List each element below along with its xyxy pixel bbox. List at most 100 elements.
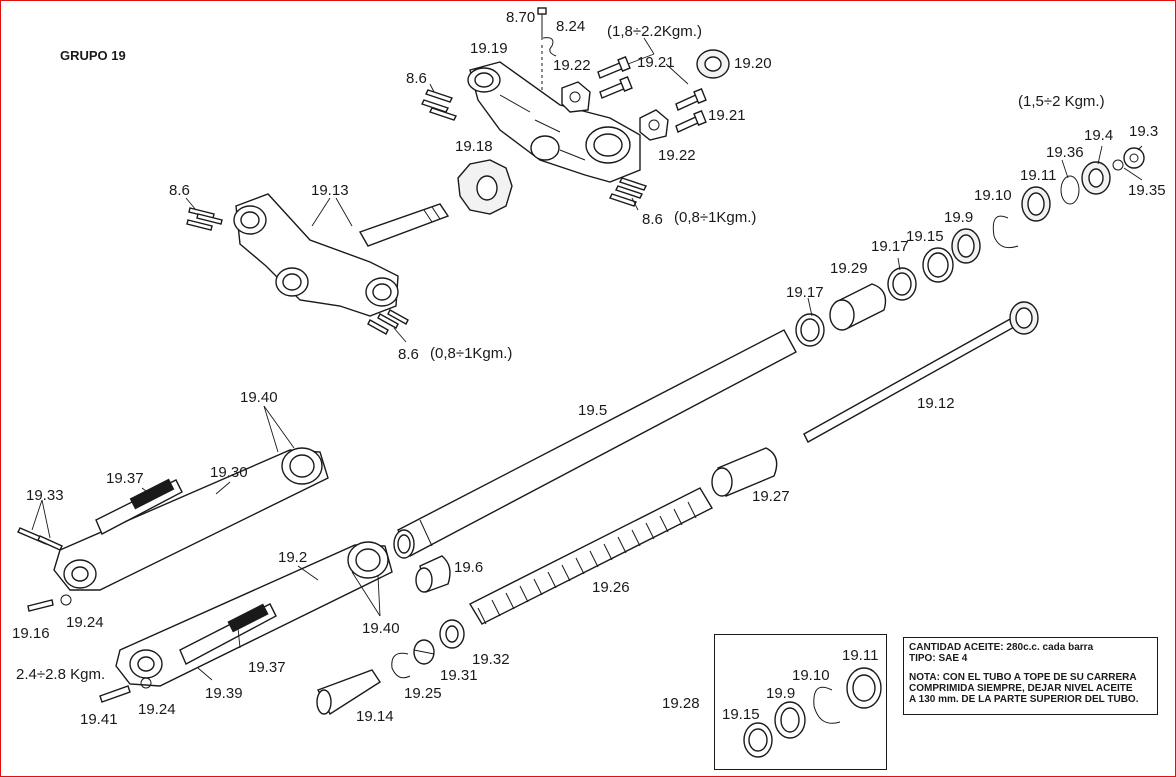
- label-19-30: 19.30: [210, 464, 248, 481]
- inset-box: [714, 634, 887, 770]
- screws-8-6-b: [609, 177, 647, 207]
- screw-19-41: [99, 677, 152, 703]
- label-19-33: 19.33: [26, 487, 64, 504]
- screws-8-6-c: [186, 207, 223, 231]
- label-19-36: 19.36: [1046, 144, 1084, 161]
- oil-note-box: CANTIDAD ACEITE: 280c.c. cada barra TIPO…: [903, 637, 1158, 715]
- label-19-9: 19.9: [944, 209, 973, 226]
- label-19-37-b: 19.37: [248, 659, 286, 676]
- label-19-13: 19.13: [311, 182, 349, 199]
- circlip-19-10: [992, 215, 1019, 249]
- label-19-40-a: 19.40: [240, 389, 278, 406]
- label-19-20: 19.20: [734, 55, 772, 72]
- clamp-half-19-22-a: [561, 81, 591, 113]
- label-19-14: 19.14: [356, 708, 394, 725]
- label-19-22-a: 19.22: [553, 57, 591, 74]
- note-line-2: COMPRIMIDA SIEMPRE, DEJAR NIVEL ACEITE: [909, 683, 1133, 694]
- label-19-18: 19.18: [455, 138, 493, 155]
- torque-1-8-2-2: (1,8÷2.2Kgm.): [607, 23, 702, 40]
- top-cap-19-3: [1123, 147, 1145, 169]
- label-19-15: 19.15: [906, 228, 944, 245]
- label-19-31: 19.31: [440, 667, 478, 684]
- label-19-5: 19.5: [578, 402, 607, 419]
- bushing-19-11: [1021, 186, 1051, 222]
- label-19-19: 19.19: [470, 40, 508, 57]
- label-19-37-a: 19.37: [106, 470, 144, 487]
- pinch-bolt-8-70: [537, 7, 557, 90]
- upper-triple-clamp: [467, 61, 641, 183]
- bolts-19-21: [597, 56, 707, 133]
- spring-19-26: [469, 487, 713, 625]
- label-19-21-a: 19.21: [637, 54, 675, 71]
- washer-19-32: [439, 619, 465, 649]
- torque-2-4-2-8: 2.4÷2.8 Kgm.: [16, 666, 105, 683]
- torque-0-8-1-b: (0,8÷1Kgm.): [430, 345, 512, 362]
- label-19-4: 19.4: [1084, 127, 1113, 144]
- label-19-12: 19.12: [917, 395, 955, 412]
- label-19-29: 19.29: [830, 260, 868, 277]
- label-8-6-c: 8.6: [169, 182, 190, 199]
- part-labels: GRUPO 19 8.70 8.24 (1,8÷2.2Kgm.) 19.19 1…: [12, 9, 1166, 728]
- inset-label-19-11: 19.11: [842, 647, 878, 664]
- note-line-1: NOTA: CON EL TUBO A TOPE DE SU CARRERA: [909, 672, 1137, 683]
- label-19-35: 19.35: [1128, 182, 1166, 199]
- valve-19-31: [413, 639, 435, 665]
- oring-19-35: [1112, 159, 1124, 171]
- label-19-17-b: 19.17: [786, 284, 824, 301]
- oring-19-36: [1060, 175, 1080, 205]
- label-19-3: 19.3: [1129, 123, 1158, 140]
- bolts-19-33: [17, 527, 63, 551]
- screw-19-16: [27, 594, 72, 612]
- label-8-6-b: 8.6: [642, 211, 663, 228]
- screws-8-6-d: [367, 309, 409, 335]
- inset-parts-19-28: [743, 667, 882, 758]
- label-19-25: 19.25: [404, 685, 442, 702]
- cone-19-14: [316, 669, 381, 716]
- label-19-16: 19.16: [12, 625, 50, 642]
- label-19-32: 19.32: [472, 651, 510, 668]
- label-19-39: 19.39: [205, 685, 243, 702]
- clamp-half-19-22-b: [639, 109, 669, 141]
- oil-quantity: CANTIDAD ACEITE: 280c.c. cada barra: [909, 642, 1094, 653]
- label-8-70: 8.70: [506, 9, 535, 26]
- bearing-cover-19-18: [457, 159, 513, 215]
- label-19-2: 19.2: [278, 549, 307, 566]
- screws-8-6-a: [421, 89, 457, 121]
- circlip-19-25: [391, 652, 411, 679]
- label-19-41: 19.41: [80, 711, 118, 728]
- seal-19-15: [922, 247, 954, 283]
- label-19-21-b: 19.21: [708, 107, 746, 124]
- label-19-24-b: 19.24: [138, 701, 176, 718]
- guide-19-17-a: [887, 267, 917, 301]
- spacer-19-29: [829, 283, 887, 331]
- label-19-40-b: 19.40: [362, 620, 400, 637]
- label-19-10: 19.10: [974, 187, 1012, 204]
- spacer-19-27: [711, 447, 778, 497]
- inset-label-19-10: 19.10: [792, 667, 830, 684]
- label-19-28: 19.28: [662, 695, 700, 712]
- leader-lines: [31, 37, 1143, 681]
- label-19-24-a: 19.24: [66, 614, 104, 631]
- guide-19-17-b: [795, 313, 825, 347]
- label-19-22-b: 19.22: [658, 147, 696, 164]
- sticker-19-37-b: [179, 603, 277, 665]
- label-19-17-a: 19.17: [871, 238, 909, 255]
- fork-tube-19-5: [393, 329, 797, 559]
- oil-type: TIPO: SAE 4: [909, 653, 968, 664]
- damper-rod-19-12: [803, 301, 1039, 443]
- cap-19-4: [1081, 161, 1111, 195]
- label-19-11: 19.11: [1020, 167, 1056, 184]
- lower-triple-clamp: [233, 193, 450, 317]
- note-line-3: A 130 mm. DE LA PARTE SUPERIOR DEL TUBO.: [909, 694, 1139, 705]
- label-8-6-a: 8.6: [406, 70, 427, 87]
- label-19-6: 19.6: [454, 559, 483, 576]
- bushing-19-6: [415, 555, 451, 593]
- washer-19-9: [951, 228, 981, 264]
- fork-leg-19-30: [53, 447, 329, 591]
- label-19-27: 19.27: [752, 488, 790, 505]
- inset-label-19-9: 19.9: [766, 685, 795, 702]
- label-8-6-d: 8.6: [398, 346, 419, 363]
- torque-1-5-2: (1,5÷2 Kgm.): [1018, 93, 1105, 110]
- label-8-24: 8.24: [556, 18, 585, 35]
